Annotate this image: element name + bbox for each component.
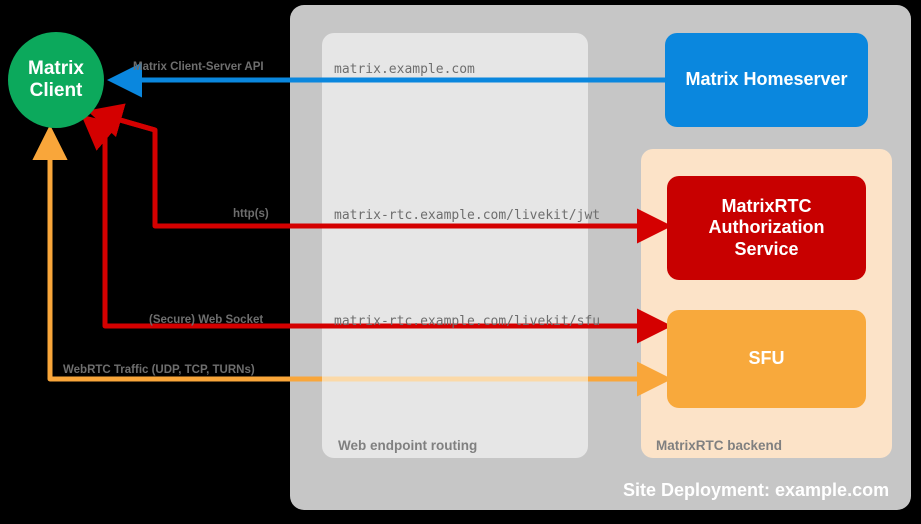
route-endpoint-livekit-sfu: matrix-rtc.example.com/livekit/sfu [334, 314, 601, 329]
flow-label-webrtc-traffic: WebRTC Traffic (UDP, TCP, TURNs) [63, 364, 255, 376]
auth-service-label-line1: MatrixRTC [721, 195, 812, 216]
route-endpoint-matrix: matrix.example.com [334, 62, 475, 77]
auth-service-label-line3: Service [734, 238, 799, 259]
node-sfu[interactable]: SFU [667, 310, 866, 408]
node-matrix-homeserver[interactable]: Matrix Homeserver [665, 33, 868, 127]
flow-label-http: http(s) [233, 208, 269, 220]
node-matrixrtc-authorization-service[interactable]: MatrixRTC Authorization Service [667, 176, 866, 280]
flow-label-web-socket: (Secure) Web Socket [149, 314, 264, 326]
sfu-label: SFU [748, 348, 785, 369]
web-endpoint-routing-label: Web endpoint routing [338, 438, 478, 453]
flow-label-client-server-api: Matrix Client-Server API [133, 61, 264, 73]
arrow-web-socket [81, 114, 667, 329]
web-endpoint-routing-container [322, 33, 588, 458]
route-endpoint-livekit-jwt: matrix-rtc.example.com/livekit/jwt [334, 208, 601, 223]
matrix-homeserver-label: Matrix Homeserver [685, 69, 848, 90]
node-matrix-client[interactable]: Matrix Client [8, 32, 104, 128]
site-deployment-label: Site Deployment: example.com [623, 480, 890, 500]
matrix-client-label-line2: Client [29, 80, 83, 101]
arrow-webrtc-traffic [32, 125, 672, 397]
matrix-client-label-line1: Matrix [28, 57, 84, 79]
matrixrtc-backend-label: MatrixRTC backend [656, 438, 783, 453]
arrowheads-backend [600, 208, 672, 344]
auth-service-label-line2: Authorization [708, 217, 825, 238]
